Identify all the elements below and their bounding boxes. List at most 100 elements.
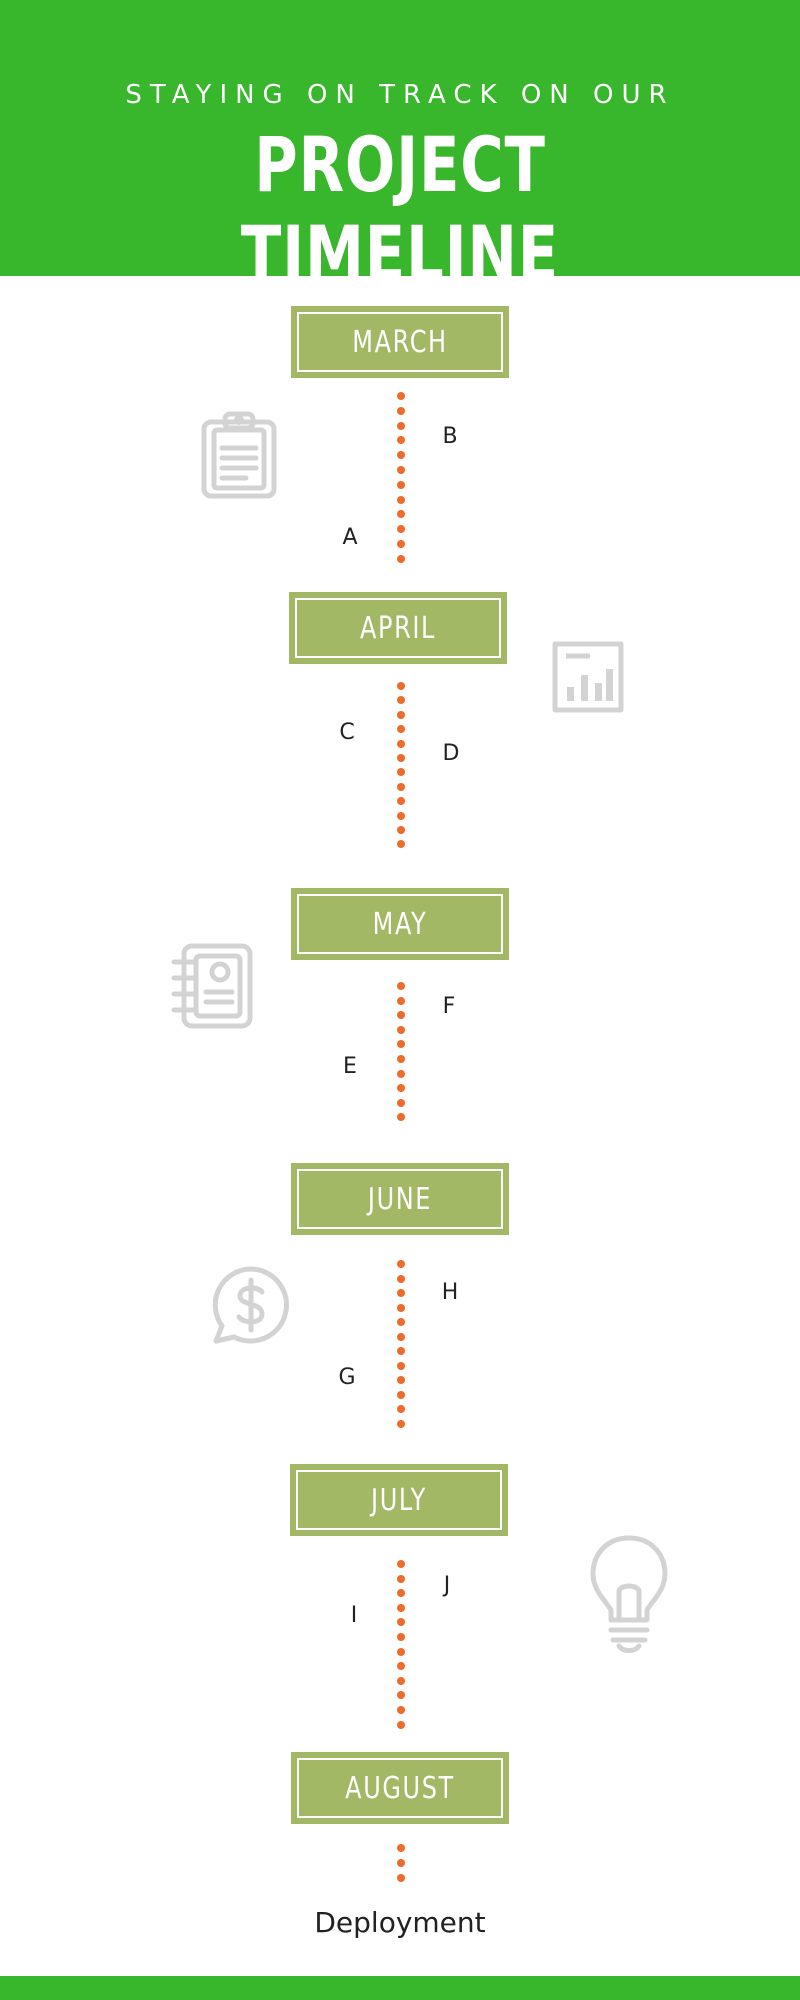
timeline-dot bbox=[397, 1647, 405, 1656]
timeline-dot bbox=[397, 725, 405, 734]
timeline-dot bbox=[397, 1303, 405, 1312]
dotted-connector bbox=[397, 1260, 405, 1428]
timeline-dot bbox=[397, 1055, 405, 1063]
footer-bar bbox=[0, 1976, 800, 2000]
month-box-april: APRIL bbox=[289, 592, 507, 664]
timeline-dot bbox=[397, 406, 405, 415]
timeline-dot bbox=[397, 797, 405, 806]
month-box-march: MARCH bbox=[291, 306, 509, 378]
month-label: AUGUST bbox=[345, 1770, 455, 1806]
timeline-dot bbox=[397, 392, 405, 400]
milestone-label: F bbox=[442, 994, 456, 1019]
milestone-label: H bbox=[441, 1280, 459, 1305]
milestone-label: I bbox=[350, 1603, 358, 1628]
dotted-connector bbox=[397, 1560, 405, 1729]
bar-chart-icon bbox=[552, 641, 624, 713]
timeline-dot bbox=[397, 768, 405, 777]
milestone-label: B bbox=[442, 424, 458, 449]
milestone-label: D bbox=[442, 741, 460, 766]
timeline-dot bbox=[397, 739, 405, 748]
dotted-connector bbox=[397, 392, 405, 563]
timeline-dot bbox=[397, 1419, 405, 1428]
lightbulb-icon bbox=[587, 1534, 671, 1654]
month-label: MARCH bbox=[352, 324, 448, 360]
timeline-dot bbox=[397, 1289, 405, 1297]
timeline-dot bbox=[397, 1633, 405, 1641]
month-label: MAY bbox=[372, 906, 428, 942]
dollar-chat-icon bbox=[210, 1264, 292, 1346]
timeline-dot bbox=[397, 1720, 405, 1729]
dotted-connector bbox=[397, 982, 405, 1122]
month-box-august: AUGUST bbox=[291, 1752, 509, 1824]
timeline-dot bbox=[397, 1676, 405, 1685]
timeline-dot bbox=[397, 451, 405, 460]
timeline-dot bbox=[397, 1662, 405, 1671]
address-book-icon bbox=[170, 942, 256, 1030]
milestone-label: A bbox=[342, 525, 358, 550]
clipboard-icon bbox=[200, 408, 278, 500]
timeline-dot bbox=[397, 1376, 405, 1384]
dotted-connector bbox=[397, 682, 405, 849]
month-box-may: MAY bbox=[291, 888, 509, 960]
timeline-dot bbox=[397, 1260, 405, 1268]
milestone-label: J bbox=[443, 1573, 451, 1598]
month-label: JUNE bbox=[367, 1181, 433, 1217]
timeline-dot bbox=[397, 1390, 405, 1399]
month-box-june: JUNE bbox=[291, 1163, 509, 1235]
dotted-connector bbox=[397, 1844, 405, 1882]
timeline-dot bbox=[397, 1069, 405, 1078]
timeline-dot bbox=[397, 1025, 405, 1034]
timeline-dot bbox=[397, 1318, 405, 1326]
timeline-dot bbox=[397, 1011, 405, 1020]
timeline-dot bbox=[397, 1574, 405, 1583]
timeline-dot bbox=[397, 1844, 405, 1852]
page-title: PROJECT TIMELINE bbox=[240, 120, 560, 298]
timeline-dot bbox=[397, 982, 405, 990]
timeline-dot bbox=[397, 1274, 405, 1283]
timeline-dot bbox=[397, 525, 405, 534]
timeline-dot bbox=[397, 1560, 405, 1568]
timeline-dot bbox=[397, 996, 405, 1005]
timeline-dot bbox=[397, 696, 405, 705]
timeline-dot bbox=[397, 421, 405, 430]
timeline-dot bbox=[397, 554, 405, 563]
timeline-dot bbox=[397, 840, 405, 849]
timeline-dot bbox=[397, 1874, 405, 1882]
milestone-label: G bbox=[338, 1365, 356, 1390]
timeline-dot bbox=[397, 1347, 405, 1355]
timeline-dot bbox=[397, 495, 405, 504]
timeline-dot bbox=[397, 540, 405, 548]
timeline-dot bbox=[397, 811, 405, 820]
month-label: APRIL bbox=[359, 610, 437, 646]
timeline-dot bbox=[397, 826, 405, 834]
header-subtitle: STAYING ON TRACK ON OUR bbox=[125, 80, 675, 110]
timeline-dot bbox=[397, 480, 405, 489]
timeline-dot bbox=[397, 754, 405, 762]
milestone-label: C bbox=[339, 720, 355, 745]
timeline-dot bbox=[397, 466, 405, 474]
timeline-dot bbox=[397, 1040, 405, 1049]
timeline-dot bbox=[397, 1098, 405, 1107]
timeline-dot bbox=[397, 1361, 405, 1370]
month-label: JULY bbox=[371, 1482, 427, 1518]
timeline-dot bbox=[397, 1603, 405, 1612]
timeline-dot bbox=[397, 1332, 405, 1341]
timeline-dot bbox=[397, 1405, 405, 1413]
timeline-dot bbox=[397, 1113, 405, 1122]
timeline-dot bbox=[397, 1706, 405, 1714]
month-box-july: JULY bbox=[290, 1464, 508, 1536]
timeline-dot bbox=[397, 710, 405, 719]
timeline-dot bbox=[397, 682, 405, 690]
header-banner: STAYING ON TRACK ON OUR PROJECT TIMELINE bbox=[0, 0, 800, 298]
timeline-dot bbox=[397, 1859, 405, 1867]
milestone-label: E bbox=[343, 1054, 357, 1079]
timeline-dot bbox=[397, 1084, 405, 1093]
timeline-dot bbox=[397, 782, 405, 791]
timeline-dot bbox=[397, 1618, 405, 1627]
timeline-dot bbox=[397, 436, 405, 445]
final-step-label: Deployment bbox=[314, 1906, 486, 1939]
timeline-dot bbox=[397, 1589, 405, 1598]
timeline-dot bbox=[397, 1691, 405, 1700]
timeline-dot bbox=[397, 510, 405, 519]
